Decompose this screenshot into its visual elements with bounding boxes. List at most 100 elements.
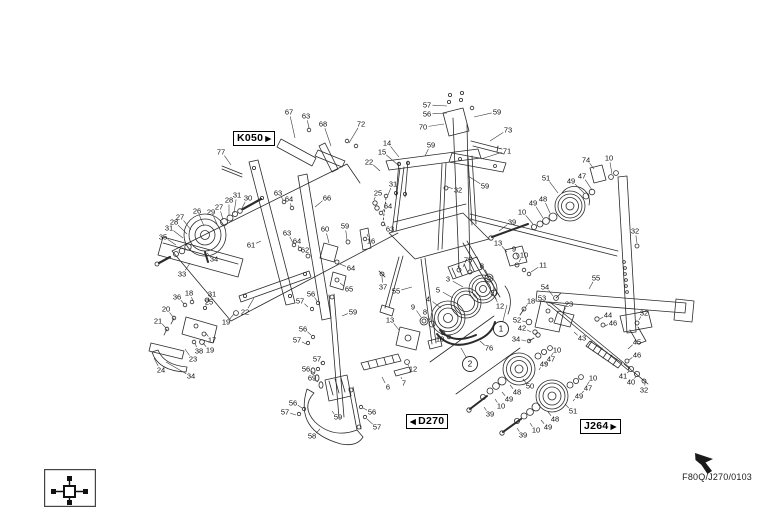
part-number-callout: 12 [496,302,504,311]
circled-index [462,356,478,372]
callout-leader-line [432,104,448,107]
callout-leader-line [535,206,544,219]
callout-leader-line [390,146,400,158]
callout-leader-line [184,262,191,271]
part-number-callout: 66 [323,194,331,203]
part-number-callout: 21 [154,317,162,326]
callout-leader-line [452,280,464,288]
part-number-callout: 49 [505,395,513,404]
part-number-callout: 63 [283,229,291,238]
callout-leader-line [373,164,381,172]
part-number-callout: 29 [207,208,215,217]
part-number-callout: 57 [423,101,431,110]
callout-leader-line [467,175,481,184]
callout-leader-line [206,252,211,257]
part-number-callout: 59 [341,222,349,231]
callout-leader-line [307,120,310,129]
part-number-callout: 49 [529,199,537,208]
part-number-callout: 59 [427,141,435,150]
callout-leader-line [339,282,345,287]
arrow-left-icon: ◀ [410,416,417,426]
part-number-callout: 31 [208,290,216,299]
callout-leader-line [314,297,318,302]
part-number-callout: 24 [157,366,165,375]
part-number-callout: 10 [589,374,597,383]
callout-leader-line [153,357,159,367]
callout-leader-line [538,367,541,371]
part-number-callout: 57 [313,355,321,364]
part-number-callout: 56 [299,325,307,334]
part-number-callout: 26 [193,207,201,216]
callout-leader-line [289,236,294,244]
ref-box-j264[interactable]: J264 ▶ [580,419,621,434]
callout-leader-line [460,347,467,358]
callout-leader-line [366,233,369,238]
part-number-callout: 60 [321,225,329,234]
part-number-callout: 48 [551,415,559,424]
part-number-callout: 33 [178,270,186,279]
part-number-callout: 67 [285,108,293,117]
callout-leader-line [161,323,167,329]
ref-box-d270[interactable]: ◀ D270 [406,414,449,429]
part-number-callout: 32 [640,309,648,318]
part-number-callout: 64 [384,202,392,211]
callout-leader-line [373,196,376,201]
arrow-right-icon: ▶ [610,421,617,431]
callout-leader-line [432,301,442,309]
callout-leader-line [545,301,550,307]
part-number-callout: 48 [513,388,521,397]
callout-leader-line [240,201,246,211]
callout-leader-line [483,406,487,411]
part-number-callout: 23 [189,355,197,364]
part-number-callout: 45 [633,338,641,347]
callout-leader-line [177,224,188,235]
callout-leader-line [562,307,566,313]
part-number-callout: 17 [208,336,216,345]
part-number-callout: 41 [619,372,627,381]
callout-leader-line [522,320,527,323]
callout-leader-line [432,112,448,115]
part-number-callout: 35 [159,233,167,242]
callout-leader-line [424,148,429,157]
callout-leader-line [530,267,539,273]
callout-leader-line [224,155,232,166]
left-bracket-cluster [148,270,312,373]
part-number-callout: 28 [170,218,178,227]
callout-leader-line [572,398,576,402]
part-number-callout: 10 [532,426,540,435]
circled-index [493,321,509,337]
callout-leader-line [220,211,224,221]
part-number-callout: 38 [195,347,203,356]
part-number-callout: 15 [378,148,386,157]
part-number-callout: 18 [527,297,535,306]
ref-box-k050[interactable]: K050 ▶ [233,131,276,146]
callout-leader-line [326,233,330,244]
ref-box-label: D270 [418,415,445,428]
part-number-callout: 61 [247,241,255,250]
callout-leader-line [529,422,533,427]
part-number-callout: 64 [293,237,301,246]
part-number-callout: 31 [233,191,241,200]
bottom-arm-assembly [281,199,412,446]
callout-leader-line [502,304,508,322]
part-number-callout: 47 [578,172,586,181]
part-number-callout: 58 [308,432,316,441]
part-number-callout: 39 [508,218,516,227]
part-number-callout: 75 [464,256,472,265]
part-number-callout: 32 [640,386,648,395]
part-number-callout: 11 [539,261,547,270]
part-number-callout: 27 [176,213,184,222]
part-number-callout: 69 [308,374,316,383]
callout-leader-line [588,281,594,290]
arrow-right-icon: ▶ [265,133,272,143]
callout-leader-line [381,209,385,213]
part-number-callout: 56 [289,399,297,408]
callout-leader-line [544,361,548,365]
part-number-callout: 64 [285,195,293,204]
part-number-callout: 19 [206,346,214,355]
part-number-callout: 9 [411,303,415,312]
callout-leader-line [341,313,348,317]
callout-leader-line [180,299,185,305]
callout-leader-line [515,253,519,259]
